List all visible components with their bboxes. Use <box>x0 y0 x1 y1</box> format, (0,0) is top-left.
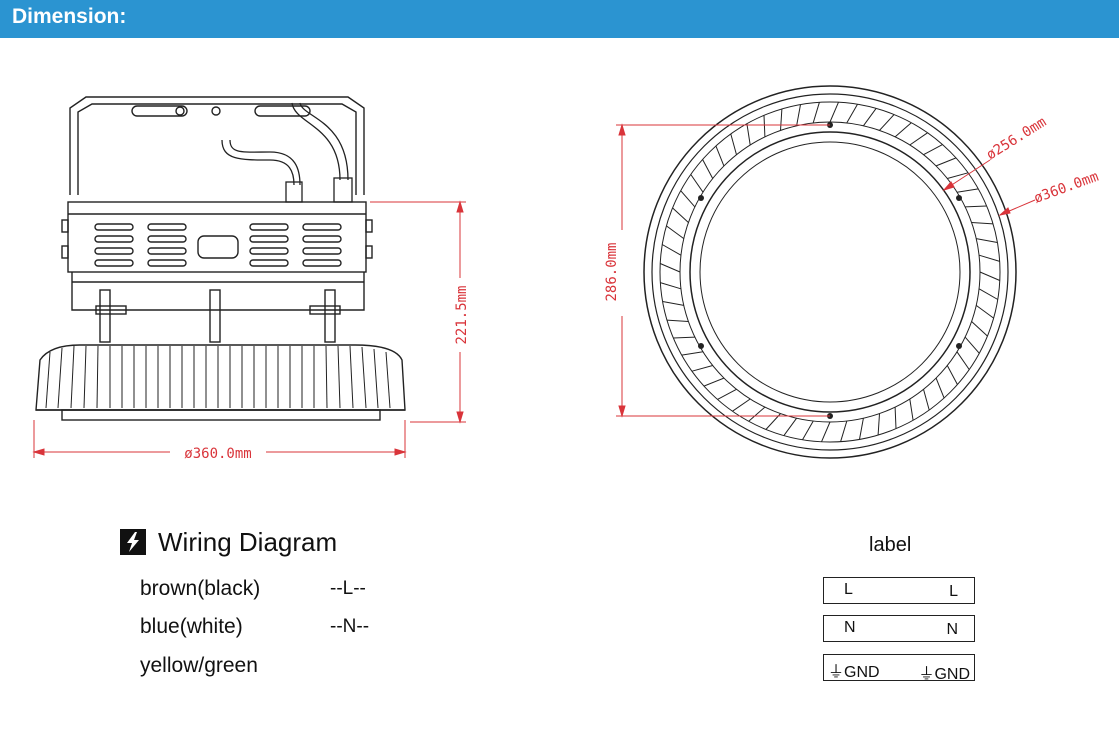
heatsink-fin <box>829 102 839 123</box>
heatsink-fin <box>923 144 943 156</box>
heatsink-fin <box>846 103 858 124</box>
side-view-bracket <box>69 96 365 195</box>
heatsink-fin <box>909 132 928 146</box>
heatsink-fin <box>730 133 737 155</box>
terminal-n-right: N <box>946 621 958 638</box>
side-view-driver-box <box>61 201 373 311</box>
heatsink-fin <box>662 301 684 306</box>
wire-code-brown: --L-- <box>330 578 366 599</box>
terminal-label-gnd: ⏚GND ⏚GND <box>823 654 975 683</box>
heatsink-fin <box>894 122 912 138</box>
heatsink-fin <box>703 377 725 387</box>
heatsink-fin <box>748 406 766 422</box>
page-title: Dimension: <box>12 5 127 28</box>
heatsink-fin <box>763 115 766 137</box>
heatsink-fin <box>971 222 994 225</box>
heatsink-fin <box>965 205 987 208</box>
wire-name-blue: blue(white) <box>140 615 243 638</box>
heatsink-fin <box>732 398 751 412</box>
heatsink-fin <box>978 288 999 300</box>
heatsink-fin <box>702 159 714 179</box>
terminal-n-left: N <box>844 619 856 636</box>
heatsink-fin <box>715 145 725 167</box>
terminal-l-left: L <box>844 581 853 598</box>
side-view-heatsink <box>35 344 406 421</box>
heatsink-fin <box>862 108 877 127</box>
heatsink-fin <box>975 304 994 319</box>
wiring-title: Wiring Diagram <box>158 526 338 557</box>
heatsink-fin <box>964 336 980 354</box>
heatsink-fin <box>672 207 689 223</box>
heatsink-fin <box>978 254 1000 262</box>
side-view-posts <box>95 289 341 343</box>
dimension-drawing: ø360.0mm 221.5mm 286.0mm ø256.0mm ø <box>32 85 1101 462</box>
front-view <box>643 85 1017 459</box>
heatsink-fin <box>796 104 801 126</box>
heatsink-fin <box>859 418 864 440</box>
heatsink-fin <box>812 102 820 124</box>
heatsink-fin <box>947 172 969 179</box>
wire-code-blue: --N-- <box>330 616 370 637</box>
heatsink-fin <box>840 420 848 442</box>
heatsink-fin <box>923 389 930 411</box>
heatsink-fin <box>673 336 695 339</box>
side-view-cables <box>221 102 353 203</box>
terminal-label-l: L L <box>823 577 975 604</box>
heatsink-fin <box>935 157 957 167</box>
terminal-label-n: N N <box>823 615 975 642</box>
heatsink-fin <box>666 225 685 240</box>
heatsink-fin <box>976 238 998 243</box>
side-height-label: 221.5mm <box>454 285 470 344</box>
heatsink-fin <box>660 282 682 290</box>
heatsink-fin <box>956 188 979 193</box>
heatsink-fin <box>971 321 988 337</box>
heatsink-fin <box>690 174 704 193</box>
lightning-bolt-icon <box>120 529 146 555</box>
front-height-label: 286.0mm <box>604 242 620 301</box>
heatsink-fin <box>746 123 751 146</box>
outer-diameter-label: ø360.0mm <box>1032 169 1101 207</box>
heatsink-fin <box>717 388 737 400</box>
heatsink-fin <box>956 351 970 370</box>
heatsink-fin <box>783 417 798 436</box>
heatsink-fin <box>661 244 682 256</box>
side-width-label: ø360.0mm <box>184 446 251 462</box>
wire-name-brown: brown(black) <box>140 577 261 600</box>
label-heading: label <box>869 534 912 556</box>
inner-diameter-label: ø256.0mm <box>984 114 1050 163</box>
heatsink-fin <box>879 114 895 131</box>
heatsink-fin <box>979 271 1000 281</box>
heatsink-fin <box>935 377 945 399</box>
heatsink-fin <box>877 413 880 436</box>
heatsink-fin <box>946 365 958 385</box>
heatsink-fin <box>909 398 914 421</box>
header-bar: Dimension: <box>0 0 1119 38</box>
wire-name-yellow-green: yellow/green <box>140 654 258 677</box>
heatsink-fin <box>691 365 713 372</box>
terminal-gnd-right: ⏚GND <box>918 666 970 683</box>
heatsink-fin <box>660 263 681 273</box>
heatsink-fin <box>780 108 783 131</box>
heatsink-fin <box>680 190 696 208</box>
heatsink-fin <box>821 421 831 442</box>
heatsink-fin <box>802 420 814 441</box>
terminal-gnd-left: ⏚GND <box>828 664 880 681</box>
heatsink-fin <box>681 351 704 356</box>
heatsink-fin <box>894 407 897 429</box>
terminal-l-right: L <box>949 583 958 600</box>
heatsink-fin <box>666 319 689 322</box>
wiring-title-wrap: Wiring Diagram <box>120 527 337 557</box>
